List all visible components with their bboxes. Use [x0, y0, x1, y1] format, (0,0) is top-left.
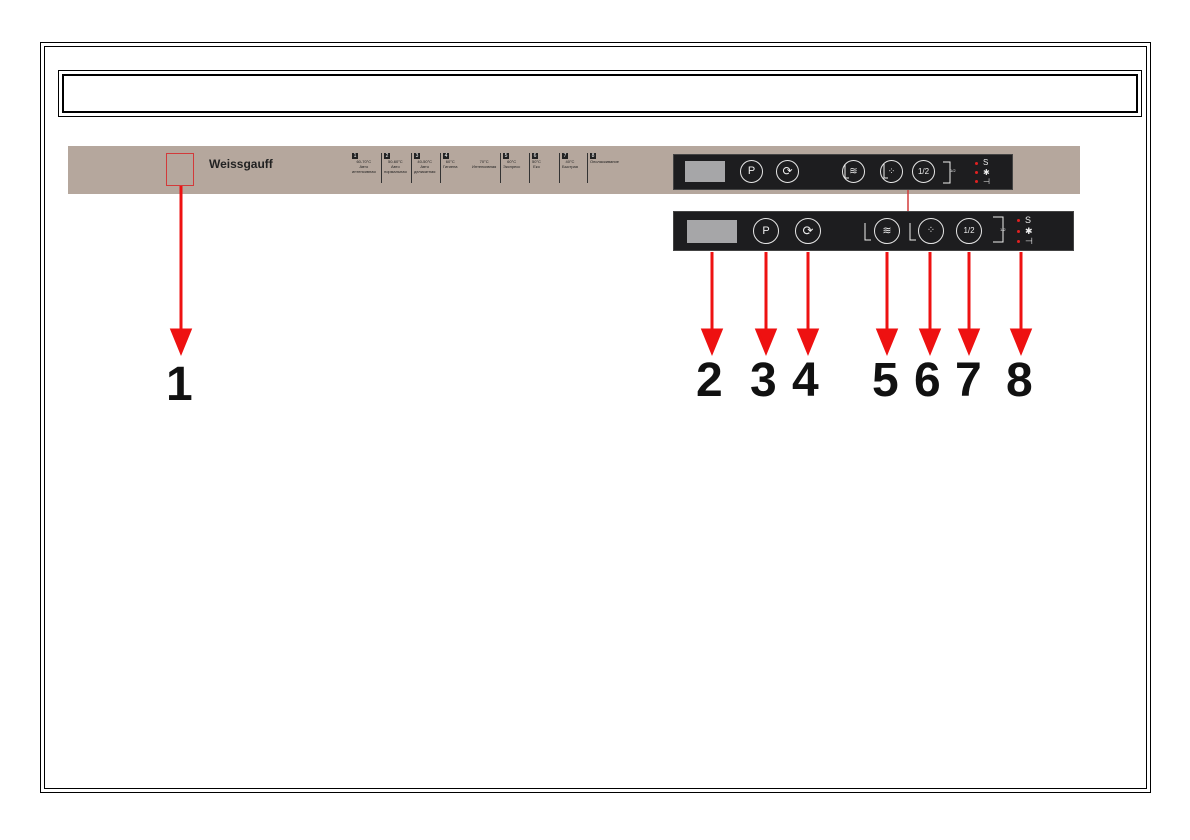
rinse-led: [1017, 230, 1020, 233]
power-button-icon: [166, 153, 194, 186]
rinse-aid-indicator-icon: ✱: [983, 168, 990, 177]
callout-3: 3: [750, 354, 777, 407]
basket-indicator-icon: [864, 223, 916, 241]
program-item: 70°C Интенсивная: [472, 153, 496, 169]
callout-8: 8: [1006, 354, 1033, 407]
program-temp: 50-60°C: [387, 159, 403, 164]
program-name: Eко: [533, 164, 540, 169]
spray-icon: ⁘: [880, 160, 903, 183]
rinse-led: [975, 171, 978, 174]
program-divider: [500, 153, 501, 183]
program-icon: P: [740, 160, 763, 183]
display-large: [687, 220, 737, 243]
program-number: 5: [503, 153, 509, 159]
basket-indicator-icon: [943, 161, 951, 184]
program-name: Экспресс: [503, 164, 521, 169]
program-number: 4: [443, 153, 449, 159]
program-mode: Авто: [359, 164, 369, 169]
basket-indicator-icon: [993, 216, 1004, 243]
program-temp: 60°C: [445, 159, 455, 164]
program-number: 6: [532, 153, 538, 159]
program-item: 8 Ополаскивание: [587, 153, 619, 183]
program-name: деликатная: [414, 169, 436, 174]
program-number: 7: [562, 153, 568, 159]
tap-led: [1017, 240, 1020, 243]
program-divider: [559, 153, 560, 183]
upper-basket-icon: ≋: [874, 218, 900, 244]
basket-half-label: 1/2: [950, 168, 956, 173]
program-name: Ополаскивание: [590, 159, 619, 164]
half-load-icon: 1/2: [912, 160, 935, 183]
callout-5: 5: [872, 354, 899, 407]
header-box: [58, 70, 1142, 117]
arrowhead-2: [700, 328, 724, 356]
program-temp: 40°C: [565, 159, 575, 164]
salt-led: [975, 162, 978, 165]
program-name: Быстрая: [562, 164, 578, 169]
salt-indicator-icon: S: [983, 158, 989, 167]
program-item: 3 40-50°C Авто деликатная: [411, 153, 436, 183]
water-tap-indicator-icon: ⊣: [1025, 236, 1033, 246]
program-divider: [381, 153, 382, 183]
program-name: нормальная: [384, 169, 407, 174]
program-divider: [529, 153, 530, 183]
program-number: 8: [590, 153, 596, 159]
program-temp: 40-50°C: [417, 159, 433, 164]
program-temp: 60-70°C: [356, 159, 372, 164]
tap-led: [975, 180, 978, 183]
water-tap-indicator-icon: ⊣: [983, 177, 990, 186]
basket-indicator-icon: [844, 164, 888, 179]
arrowhead-3: [754, 328, 778, 356]
program-item: 6 50°C Eко: [529, 153, 541, 183]
outer-frame: [40, 42, 1151, 793]
program-name: Интенсивная: [472, 164, 497, 169]
spray-icon: ⁘: [918, 218, 944, 244]
upper-basket-icon: ≋: [842, 160, 865, 183]
program-divider: [587, 153, 588, 183]
display-small: [685, 161, 725, 182]
start-reset-icon: ⟳: [795, 218, 821, 244]
program-number: 3: [414, 153, 420, 159]
control-panel-large: [673, 211, 1074, 251]
rinse-aid-indicator-icon: ✱: [1025, 226, 1033, 236]
program-item: 2 50-60°C Авто нормальная: [381, 153, 407, 183]
brand-label: Weissgauff: [209, 157, 273, 171]
callout-6: 6: [914, 354, 941, 407]
callout-7: 7: [955, 354, 982, 407]
salt-led: [1017, 219, 1020, 222]
salt-indicator-icon: S: [1025, 215, 1032, 225]
arrowhead-7: [957, 328, 981, 356]
callout-1: 1: [166, 358, 193, 411]
program-divider: [411, 153, 412, 183]
program-item: 5 60°C Экспресс: [500, 153, 521, 183]
program-item: 7 40°C Быстрая: [559, 153, 578, 183]
program-name: Гигиена: [443, 164, 458, 169]
program-number: 2: [384, 153, 390, 159]
program-divider: [440, 153, 441, 183]
program-temp: 50°C: [532, 159, 541, 164]
arrowhead-4: [796, 328, 820, 356]
arrowhead-1: [169, 328, 193, 356]
half-load-icon: 1/2: [956, 218, 982, 244]
arrowhead-8: [1009, 328, 1033, 356]
program-icon: P: [753, 218, 779, 244]
arrowhead-5: [875, 328, 899, 356]
program-temp: 70°C: [479, 159, 489, 164]
program-temp: 60°C: [507, 159, 517, 164]
program-item: 1 60-70°C Авто интенсивная: [352, 153, 376, 174]
program-mode: Авто: [420, 164, 430, 169]
callout-2: 2: [696, 354, 723, 407]
program-name: интенсивная: [352, 169, 376, 174]
arrowhead-6: [918, 328, 942, 356]
program-number: 1: [352, 153, 358, 159]
callout-4: 4: [792, 354, 819, 407]
program-mode: Авто: [390, 164, 400, 169]
program-item: 4 60°C Гигиена: [440, 153, 458, 183]
start-reset-icon: ⟳: [776, 160, 799, 183]
